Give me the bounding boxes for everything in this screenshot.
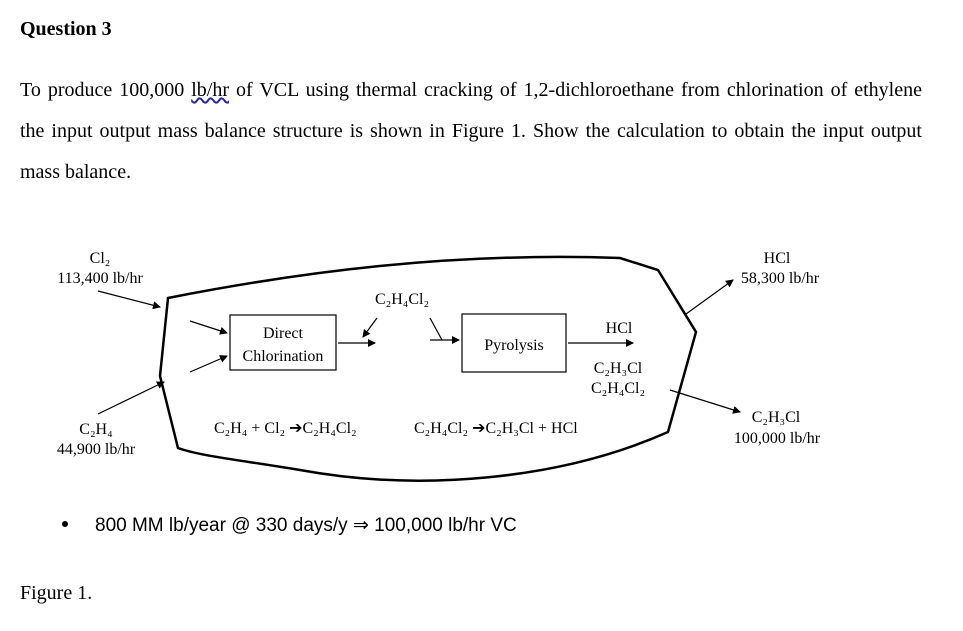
process-boundary <box>158 255 698 482</box>
paragraph-part1: To produce 100,000 <box>20 79 192 101</box>
pyrolysis-edc: C₂H₄Cl₂ <box>591 380 645 397</box>
vc-out-rate: 100,000 lb/hr <box>734 430 821 447</box>
hcl-out-formula: HCl <box>764 250 791 267</box>
direct-chlorination-line1: Direct <box>263 325 304 342</box>
question-heading: Question 3 <box>20 18 112 40</box>
reaction-pyrolysis: C₂H₄Cl₂ ➔C₂H₃Cl + HCl <box>414 420 578 437</box>
direct-chlorination-line2: Chlorination <box>243 348 324 365</box>
hcl-out-rate: 58,300 lb/hr <box>741 270 820 287</box>
direct-in-arrow-bottom <box>189 355 228 373</box>
figure-caption: Figure 1. <box>20 582 93 604</box>
bullet-dot <box>62 520 68 527</box>
pyrolysis-box <box>461 313 567 373</box>
pyrolysis-vc: C₂H₃Cl <box>594 360 643 377</box>
edc-label: C₂H₄Cl₂ <box>375 291 429 308</box>
vc-product-arrow <box>669 389 741 414</box>
reaction-chlorination: C₂H₄ + Cl₂ ➔C₂H₄Cl₂ <box>214 420 357 437</box>
bullet-note: 800 MM lb/year @ 330 days/y ⇒ 100,000 lb… <box>62 514 517 537</box>
cl2-rate: 113,400 lb/hr <box>57 270 143 287</box>
cl2-formula: Cl₂ <box>90 250 111 267</box>
edc-to-pyrolysis-diag <box>429 317 443 341</box>
c2h4-formula: C₂H₄ <box>79 421 113 438</box>
paragraph-unit: lb/hr <box>191 79 230 101</box>
paragraph-part2: of VCL using thermal cracking of 1,2-dic… <box>20 79 922 183</box>
cl2-feed-arrow <box>97 290 161 310</box>
direct-in-arrow-top <box>189 320 228 335</box>
direct-chlorination-box <box>229 314 337 371</box>
hcl-product-arrow <box>685 279 734 315</box>
c2h4-feed-arrow <box>97 381 165 415</box>
pyrolysis-label: Pyrolysis <box>484 337 544 354</box>
c2h4-rate: 44,900 lb/hr <box>57 441 136 458</box>
pyrolysis-hcl: HCl <box>606 320 633 337</box>
bullet-text: 800 MM lb/year @ 330 days/y ⇒ 100,000 lb… <box>95 515 517 536</box>
question-paragraph: To produce 100,000 lb/hr of VCL using th… <box>20 70 922 193</box>
edc-down-arrow <box>362 317 378 338</box>
vc-out-formula: C₂H₃Cl <box>752 409 801 426</box>
